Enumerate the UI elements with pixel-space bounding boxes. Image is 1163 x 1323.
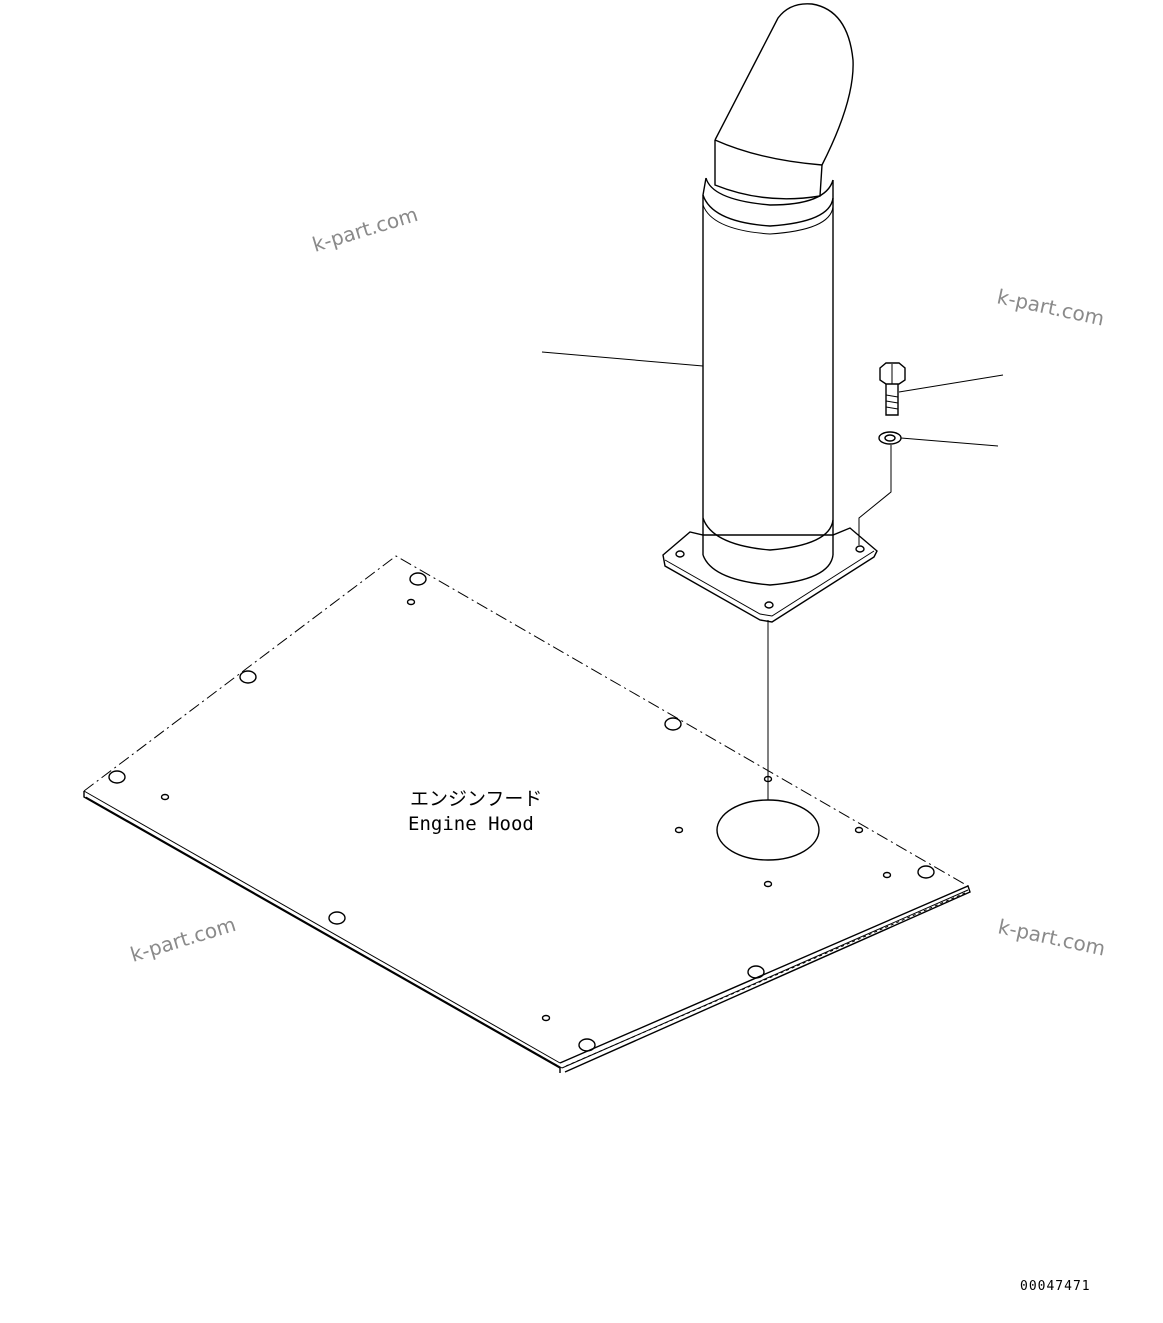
engine-hood-plate	[83, 555, 971, 1073]
stack-leader-line	[541, 351, 704, 367]
flange-hole	[764, 601, 774, 609]
watermark-4: k-part.com	[996, 914, 1108, 960]
exhaust-stack	[662, 3, 878, 623]
mount-hole	[664, 717, 682, 731]
small-hole	[160, 793, 170, 801]
mount-hole	[108, 770, 126, 784]
flange-hole	[855, 545, 865, 553]
washer	[878, 431, 902, 445]
watermark-3: k-part.com	[127, 912, 238, 967]
small-hole	[882, 871, 892, 879]
small-hole	[763, 880, 773, 888]
mount-hole	[578, 1038, 596, 1052]
engine-hood-label-en: Engine Hood	[408, 813, 534, 835]
watermark-1: k-part.com	[309, 202, 420, 257]
bolt	[879, 362, 906, 416]
bolt-leader-line	[898, 374, 1004, 393]
washer-assembly-line	[858, 445, 892, 545]
engine-hood-label-jp: エンジンフード	[410, 788, 542, 810]
small-hole	[854, 826, 864, 834]
mount-hole	[409, 572, 427, 586]
mount-hole	[239, 670, 257, 684]
small-hole	[406, 598, 416, 606]
exhaust-hole	[716, 799, 820, 861]
stack-flange	[662, 527, 878, 623]
mount-hole	[328, 911, 346, 925]
watermark-2: k-part.com	[995, 284, 1107, 330]
small-hole	[541, 1014, 551, 1022]
mount-hole	[917, 865, 935, 879]
washer-leader-line	[900, 437, 999, 447]
small-hole	[674, 826, 684, 834]
drawing-code: 00047471	[1020, 1279, 1091, 1294]
mount-hole	[747, 965, 765, 979]
flange-hole	[675, 550, 685, 558]
